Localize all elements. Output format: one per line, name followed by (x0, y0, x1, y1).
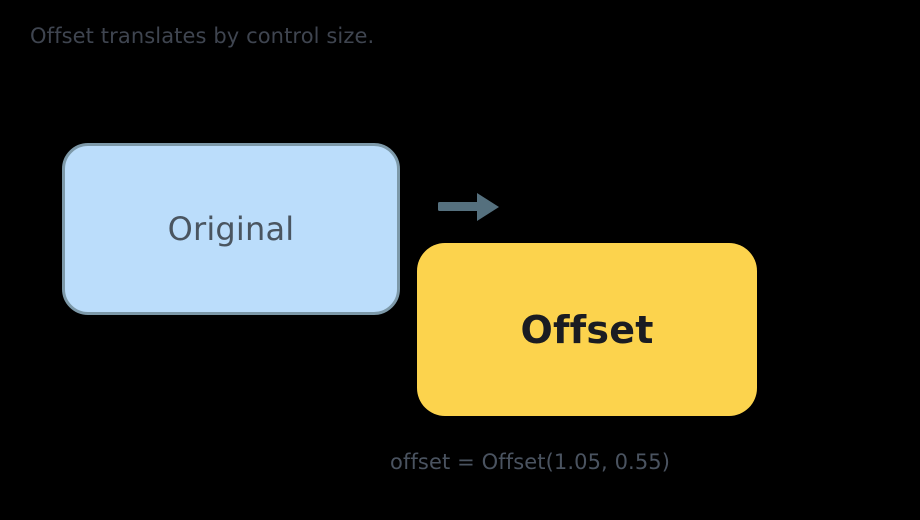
offset-control-box[interactable]: Offset (417, 243, 757, 416)
original-control-box[interactable]: Original (62, 143, 400, 315)
offset-box-label: Offset (520, 307, 654, 352)
original-box-label: Original (167, 210, 295, 248)
right-arrow-icon (437, 189, 501, 225)
offset-caption: offset = Offset(1.05, 0.55) (390, 450, 671, 474)
page-title: Offset translates by control size. (30, 24, 375, 48)
